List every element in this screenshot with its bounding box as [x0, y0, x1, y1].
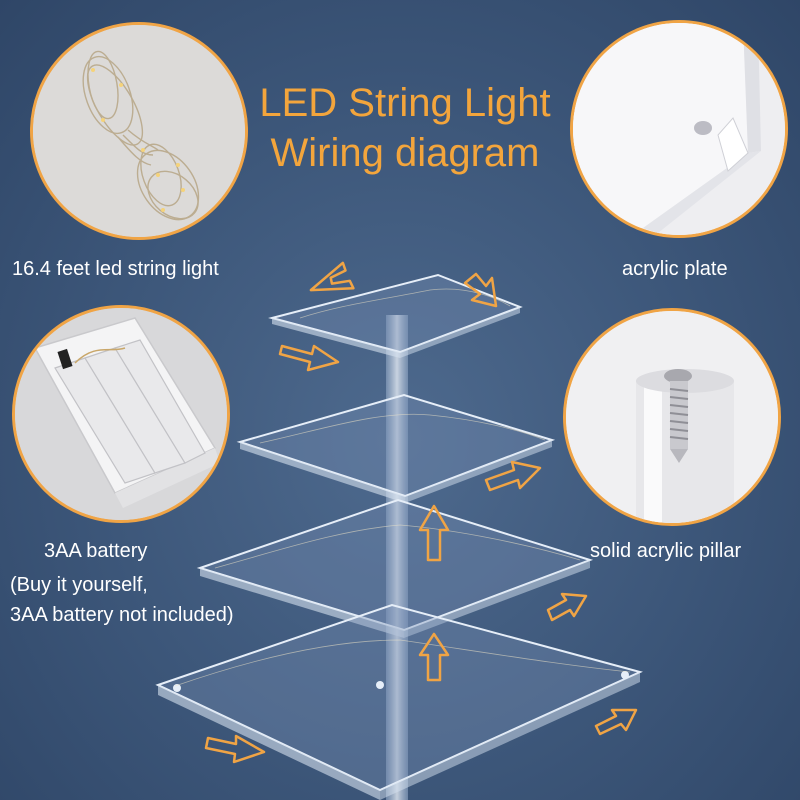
arrow-icon — [418, 632, 450, 682]
screw-icon — [664, 369, 692, 463]
arrow-icon — [418, 504, 450, 562]
switch-icon — [57, 348, 73, 370]
battery-box-illustration — [15, 308, 227, 520]
string-light-illustration — [33, 25, 245, 237]
battery-label: 3AA battery — [44, 540, 148, 562]
tier-4-plate — [155, 603, 643, 800]
arrow-icon — [463, 272, 498, 308]
battery-note-line-1: (Buy it yourself, — [10, 574, 148, 596]
arrow-icon — [309, 261, 355, 292]
title-line-1: LED String Light — [259, 81, 551, 125]
arrow-icon — [546, 592, 588, 622]
pillar-label: solid acrylic pillar — [590, 540, 742, 562]
arrow-icon — [278, 344, 340, 372]
title-line-2: Wiring diagram — [270, 131, 540, 175]
string-light-callout — [30, 22, 248, 240]
tier-1-plate — [268, 273, 523, 358]
battery-note-line-2: 3AA battery not included) — [10, 604, 234, 626]
arrow-icon — [204, 734, 266, 764]
acrylic-plate-illustration — [573, 23, 785, 235]
pillar-illustration — [566, 311, 778, 523]
central-pillar — [386, 315, 408, 800]
acrylic-plate-label: acrylic plate — [622, 258, 728, 280]
arrow-icon — [484, 460, 542, 492]
arrow-icon — [594, 708, 638, 736]
plate-hole-icon — [694, 121, 712, 135]
battery-callout — [12, 305, 230, 523]
tier-2-plate — [236, 393, 556, 503]
string-light-label: 16.4 feet led string light — [12, 258, 219, 280]
acrylic-plate-callout — [570, 20, 788, 238]
pillar-callout — [563, 308, 781, 526]
diagram-title: LED String Light Wiring diagram — [220, 78, 590, 178]
tier-3-plate — [196, 498, 594, 638]
